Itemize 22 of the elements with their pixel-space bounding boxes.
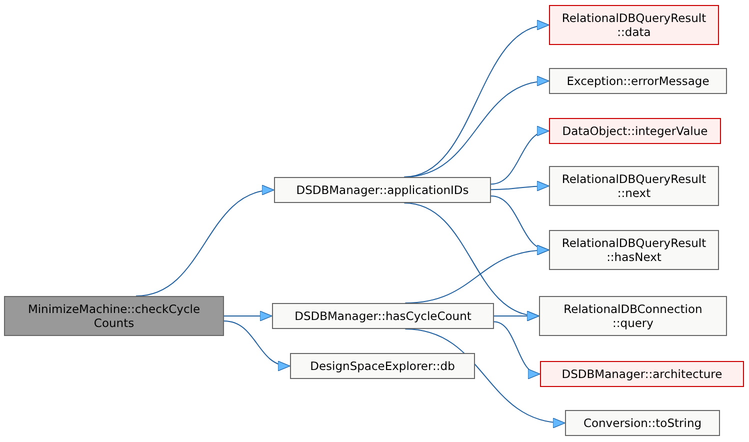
arrow [224,320,290,370]
arrow [224,310,272,322]
arrow [494,310,540,322]
arrow [404,77,550,178]
arrow [490,180,550,192]
arrow [494,321,540,378]
function-box: RelationalDBQueryResult ::data [549,5,719,45]
function-box: DSDBManager::hasCycleCount [272,303,494,329]
function-box: DSDBManager::architecture [540,361,744,387]
function-box: DSDBManager::applicationIDs [274,177,491,203]
function-box: MinimizeMachine::checkCycle Counts [4,296,224,336]
function-box: DataObject::integerValue [549,118,721,144]
arrow [404,245,550,304]
function-box: Conversion::toString [565,410,720,436]
function-box: DesignSpaceExplorer::db [290,353,475,379]
arrow [404,328,566,428]
arrow [490,128,550,185]
function-box: RelationalDBQueryResult ::hasNext [549,230,719,270]
arrow [136,186,274,296]
function-box: Exception::errorMessage [549,68,727,94]
function-box: RelationalDBQueryResult ::next [549,166,719,206]
function-box: RelationalDBConnection ::query [539,296,727,336]
